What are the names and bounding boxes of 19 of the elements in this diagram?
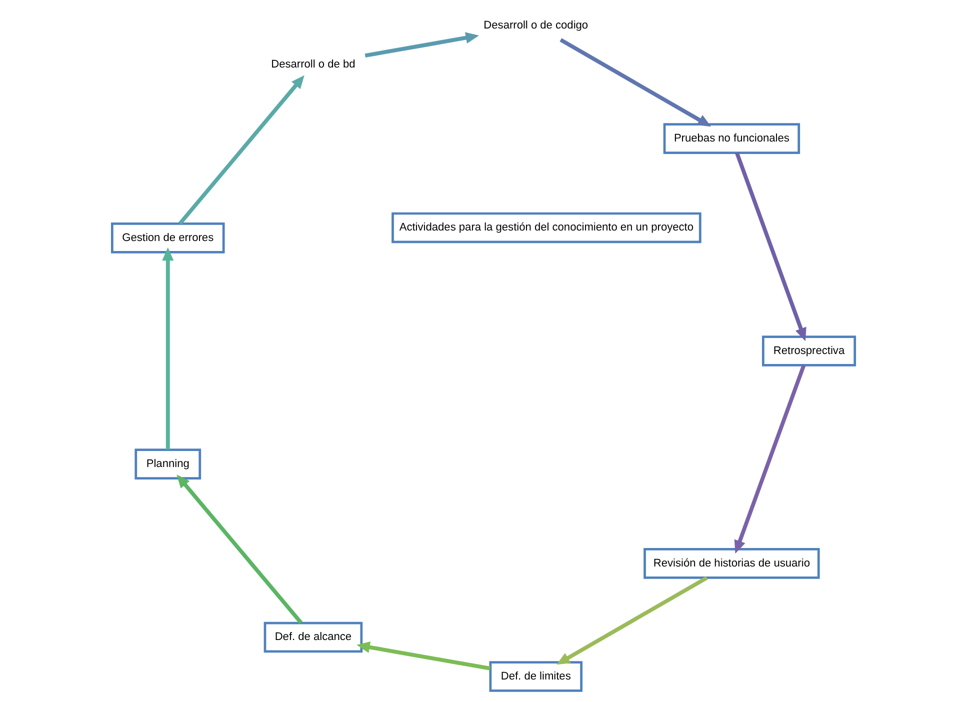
node-box: Pruebas no funcionales bbox=[662, 123, 800, 154]
node-box: Retrosprectiva bbox=[761, 336, 856, 366]
node-text: Desarroll o de codigo bbox=[483, 19, 588, 32]
arrow bbox=[162, 247, 174, 450]
arrow bbox=[556, 576, 708, 665]
node-text: Desarroll o de bd bbox=[270, 58, 355, 71]
arrow bbox=[734, 364, 806, 554]
node-box: Actividades para la gestión del conocimiento en un proyecto bbox=[391, 212, 701, 244]
arrow bbox=[559, 38, 711, 127]
node-box: Gestion de errores bbox=[110, 222, 224, 254]
arrow bbox=[364, 32, 479, 58]
arrow bbox=[178, 75, 304, 225]
node-box: Revisión de historias de usuario bbox=[643, 548, 820, 579]
node-box: Def. de alcance bbox=[263, 622, 362, 653]
node-box: Def. de limites bbox=[488, 661, 582, 692]
arrow bbox=[176, 474, 302, 624]
arrow bbox=[734, 152, 806, 342]
node-box: Planning bbox=[134, 448, 201, 480]
arrow bbox=[356, 642, 490, 670]
